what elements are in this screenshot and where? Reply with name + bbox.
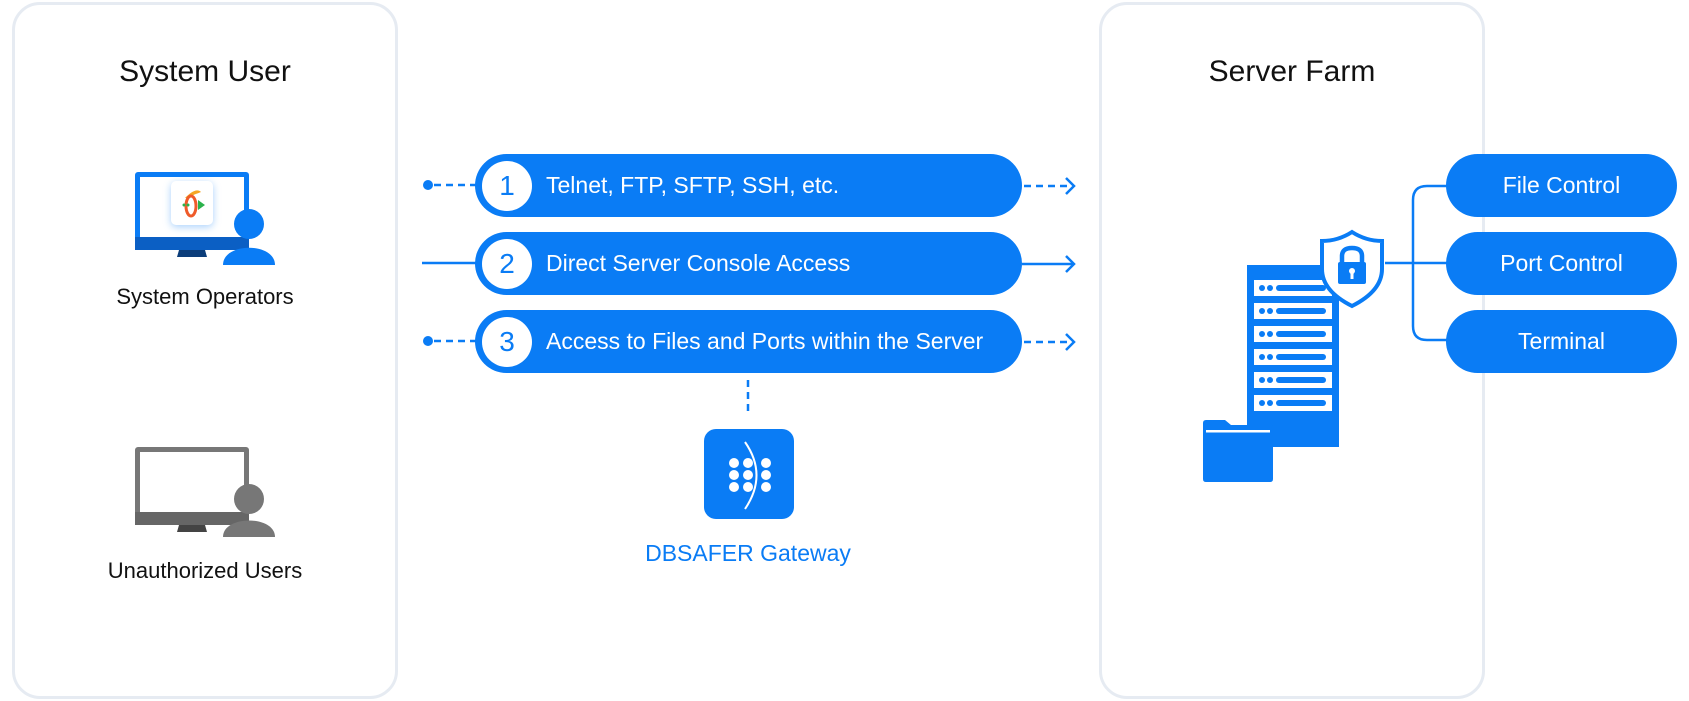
system-user-title: System User [119,55,291,88]
terminal-pill: Terminal [1446,310,1677,373]
path-1-inbound-connector [423,180,478,190]
port-control-pill: Port Control [1446,232,1677,295]
path-3-inbound-connector [423,336,478,346]
path-number-badge: 3 [482,316,532,367]
operator-monitor-user-icon [135,172,275,265]
system-user-panel: System User [12,2,398,699]
system-operators-label: System Operators [116,284,294,309]
server-farm-title: Server Farm [1208,55,1376,88]
gateway-connector [746,380,750,416]
folder-icon [1203,420,1273,482]
control-bracket-connector [1385,184,1447,342]
unauthorized-monitor-user-icon [135,447,275,537]
path-2-inbound-connector [422,261,478,265]
access-path-1: 1 Telnet, FTP, SFTP, SSH, etc. [475,154,1022,217]
access-path-2: 2 Direct Server Console Access [475,232,1022,295]
path-label: Access to Files and Ports within the Ser… [546,328,984,354]
path-1-outbound-arrow [1024,177,1076,195]
server-rack-icon [1247,265,1339,447]
path-label: Direct Server Console Access [546,250,851,276]
path-number-badge: 2 [482,238,532,289]
unauthorized-users-label: Unauthorized Users [107,558,303,583]
path-2-outbound-arrow [1022,255,1076,273]
access-path-3: 3 Access to Files and Ports within the S… [475,310,1022,373]
path-3-outbound-arrow [1024,333,1076,351]
dbsafer-gateway-icon [704,429,794,519]
file-control-pill: File Control [1446,154,1677,217]
path-label: Telnet, FTP, SFTP, SSH, etc. [546,172,840,198]
path-number-badge: 1 [482,160,532,211]
shield-lock-icon [1320,229,1384,309]
dbsafer-gateway-label: DBSAFER Gateway [645,540,851,566]
